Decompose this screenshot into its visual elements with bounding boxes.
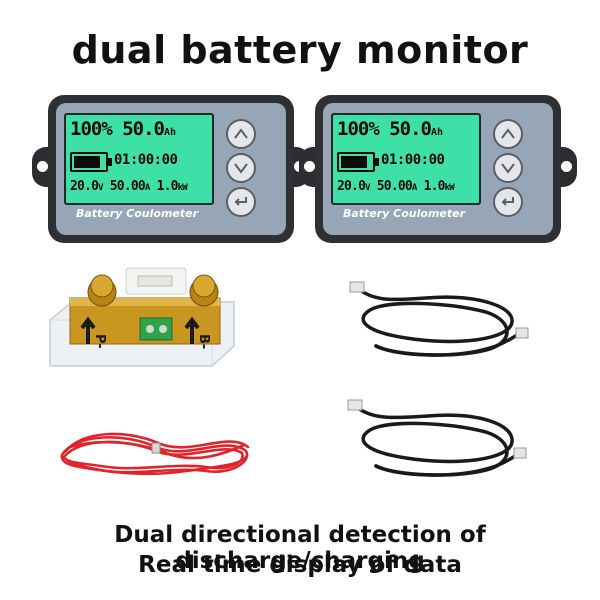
voltage-readout: 20.0	[337, 179, 366, 194]
red-power-cable	[60, 432, 250, 476]
device-label: Battery Coulometer	[342, 207, 466, 220]
battery-monitor-right: 100% 50.0Ah 01:00:00 20.0V 50.00A 1.0kW …	[299, 95, 577, 243]
caption-line-1: Dual directional detection of discharge/…	[114, 522, 486, 574]
time-readout: 01:00:00	[114, 152, 178, 168]
arrow-right-icon	[184, 316, 200, 344]
power-unit: kW	[177, 183, 188, 193]
vap-row: 20.0V 50.00A 1.0kW	[70, 179, 188, 194]
caption-line-2: Real time display of data	[138, 552, 462, 578]
voltage-readout: 20.0	[70, 179, 99, 194]
battery-level-icon	[337, 152, 379, 172]
black-sensor-cable	[347, 399, 527, 477]
power-readout: 1.0	[423, 179, 446, 194]
percent-capacity-row: 100% 50.0Ah	[337, 118, 443, 140]
page-title: dual battery monitor	[71, 28, 529, 72]
device-label: Battery Coulometer	[75, 207, 199, 220]
lcd-screen: 100% 50.0Ah 01:00:00 20.0V 50.00A 1.0kW	[64, 113, 214, 205]
current-readout: 50.00	[376, 179, 413, 194]
return-icon	[501, 197, 514, 206]
battery-level-icon	[70, 152, 112, 172]
current-unit: A	[144, 183, 150, 193]
capacity-readout: 50.0	[389, 118, 432, 140]
percent-readout: 100%	[70, 118, 113, 140]
capacity-unit: Ah	[430, 127, 444, 138]
return-button[interactable]	[493, 187, 523, 217]
black-sensor-cable	[349, 281, 529, 357]
up-arrow-icon	[234, 128, 248, 139]
battery-level-fill	[74, 156, 100, 168]
capacity-unit: Ah	[163, 127, 177, 138]
shunt-label-left: P-	[92, 334, 107, 349]
down-button[interactable]	[226, 153, 256, 183]
battery-monitor-left: 100% 50.0Ah 01:00:00 20.0V 50.00A 1.0kW …	[32, 95, 310, 243]
shunt-label-right: B-	[196, 334, 211, 349]
power-unit: kW	[444, 183, 455, 193]
arrow-left-icon	[80, 316, 96, 344]
return-icon	[234, 197, 247, 206]
vap-row: 20.0V 50.00A 1.0kW	[337, 179, 455, 194]
capacity-readout: 50.0	[122, 118, 165, 140]
time-readout: 01:00:00	[381, 152, 445, 168]
voltage-unit: V	[365, 183, 370, 193]
percent-capacity-row: 100% 50.0Ah	[70, 118, 176, 140]
shunt-module: P- B-	[49, 267, 235, 367]
up-button[interactable]	[493, 119, 523, 149]
current-readout: 50.00	[109, 179, 146, 194]
return-button[interactable]	[226, 187, 256, 217]
percent-readout: 100%	[337, 118, 380, 140]
voltage-unit: V	[98, 183, 103, 193]
up-button[interactable]	[226, 119, 256, 149]
up-arrow-icon	[501, 128, 515, 139]
battery-level-fill	[341, 156, 367, 168]
down-arrow-icon	[234, 163, 248, 174]
current-unit: A	[411, 183, 417, 193]
down-arrow-icon	[501, 163, 515, 174]
lcd-screen: 100% 50.0Ah 01:00:00 20.0V 50.00A 1.0kW	[331, 113, 481, 205]
power-readout: 1.0	[156, 179, 179, 194]
down-button[interactable]	[493, 153, 523, 183]
